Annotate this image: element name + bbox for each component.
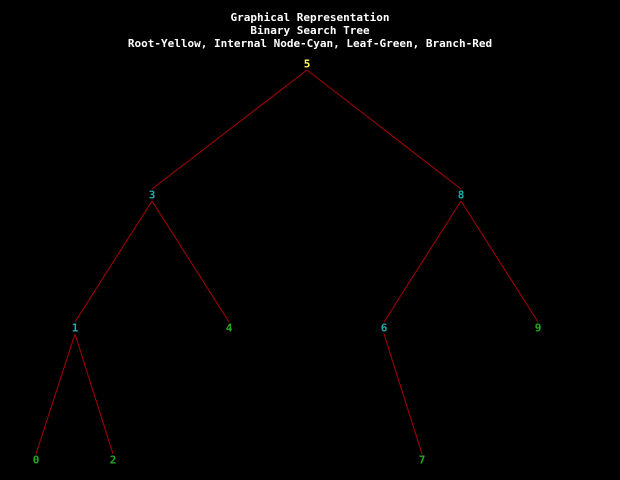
tree-node-7: 7 bbox=[419, 454, 426, 467]
branch-n8-n6 bbox=[383, 200, 462, 323]
title-line-3: Root-Yellow, Internal Node-Cyan, Leaf-Gr… bbox=[127, 37, 493, 50]
tree-node-6: 6 bbox=[381, 322, 388, 335]
branch-n5-n8 bbox=[306, 69, 462, 190]
branch-n3-n1 bbox=[74, 200, 153, 323]
tree-node-1: 1 bbox=[72, 322, 79, 335]
node-layer: 5 3 8 1 4 6 9 0 2 7 bbox=[33, 58, 542, 467]
tree-node-9: 9 bbox=[535, 322, 542, 335]
tree-node-3: 3 bbox=[149, 189, 156, 202]
branch-n5-n3 bbox=[151, 69, 308, 190]
branch-n8-n9 bbox=[460, 200, 539, 323]
branch-n6-n7 bbox=[383, 333, 423, 455]
tree-node-4: 4 bbox=[226, 322, 233, 335]
branch-layer bbox=[35, 69, 539, 455]
branch-n1-n2 bbox=[74, 333, 114, 455]
title-line-1: Graphical Representation bbox=[230, 11, 390, 24]
tree-node-5: 5 bbox=[304, 58, 311, 71]
tree-node-2: 2 bbox=[110, 454, 117, 467]
title-line-2: Binary Search Tree bbox=[250, 24, 370, 37]
tree-node-0: 0 bbox=[33, 454, 40, 467]
branch-n3-n4 bbox=[151, 200, 230, 323]
branch-n1-n0 bbox=[35, 333, 76, 455]
tree-node-8: 8 bbox=[458, 189, 465, 202]
